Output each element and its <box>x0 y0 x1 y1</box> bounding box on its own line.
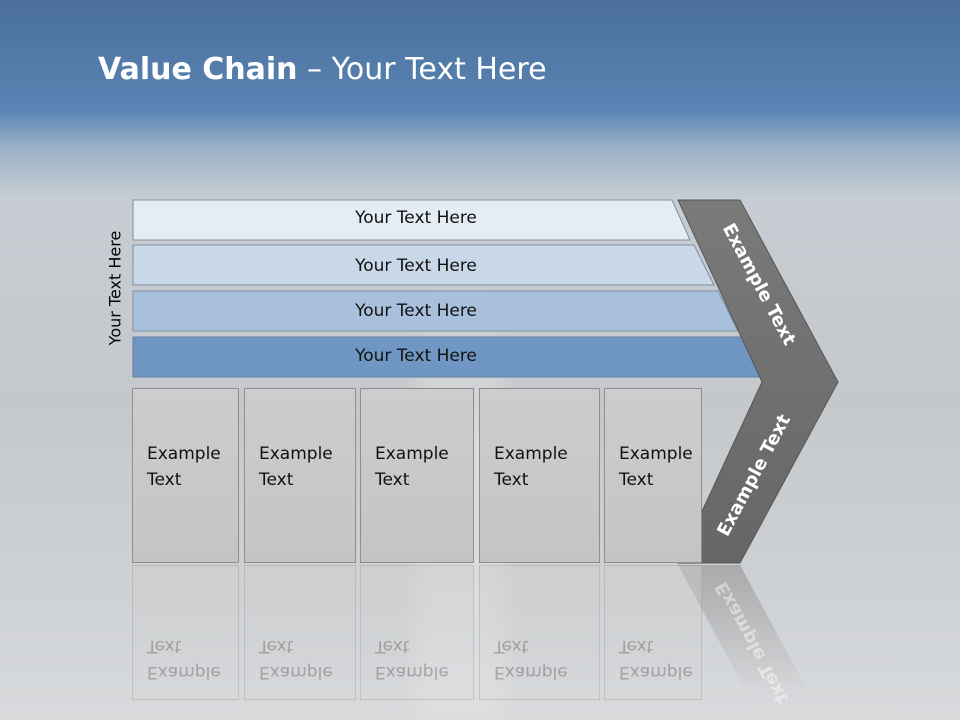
cell-label: Example Text <box>147 444 221 490</box>
cell-reflection-3: Example Text <box>360 565 474 700</box>
cell-reflection-1: Example Text <box>132 565 239 700</box>
title-bold: Value Chain <box>98 52 298 87</box>
reflection-label: Example Text <box>619 636 693 682</box>
activity-cell-2: Example Text <box>244 388 356 563</box>
bar-1-label: Your Text Here <box>355 208 477 228</box>
chevron-shape <box>677 199 839 564</box>
reflection-label: Example Text <box>375 636 449 682</box>
title-rest: – Your Text Here <box>297 52 547 87</box>
reflection-label: Example Text <box>147 636 221 682</box>
reflection-label: Example Text <box>494 636 568 682</box>
bar-2-label: Your Text Here <box>355 256 477 276</box>
activity-cell-3: Example Text <box>360 388 474 563</box>
cell-label: Example Text <box>375 444 449 490</box>
cell-label: Example Text <box>619 444 693 490</box>
activity-cell-4: Example Text <box>479 388 600 563</box>
reflection-label: Example Text <box>259 636 333 682</box>
bar-3-label: Your Text Here <box>355 301 477 321</box>
bar-2-shape <box>132 244 715 286</box>
chevron-reflection <box>678 565 810 695</box>
bar-1-shape <box>132 199 691 241</box>
slide-title: Value Chain – Your Text Here <box>98 52 547 87</box>
bar-4-label: Your Text Here <box>355 346 477 366</box>
activity-cell-5: Example Text <box>604 388 702 563</box>
cell-label: Example Text <box>494 444 568 490</box>
cell-reflection-5: Example Text <box>604 565 702 700</box>
cell-label: Example Text <box>259 444 333 490</box>
activity-cell-1: Example Text <box>132 388 239 563</box>
cell-reflection-4: Example Text <box>479 565 600 700</box>
cell-reflection-2: Example Text <box>244 565 356 700</box>
